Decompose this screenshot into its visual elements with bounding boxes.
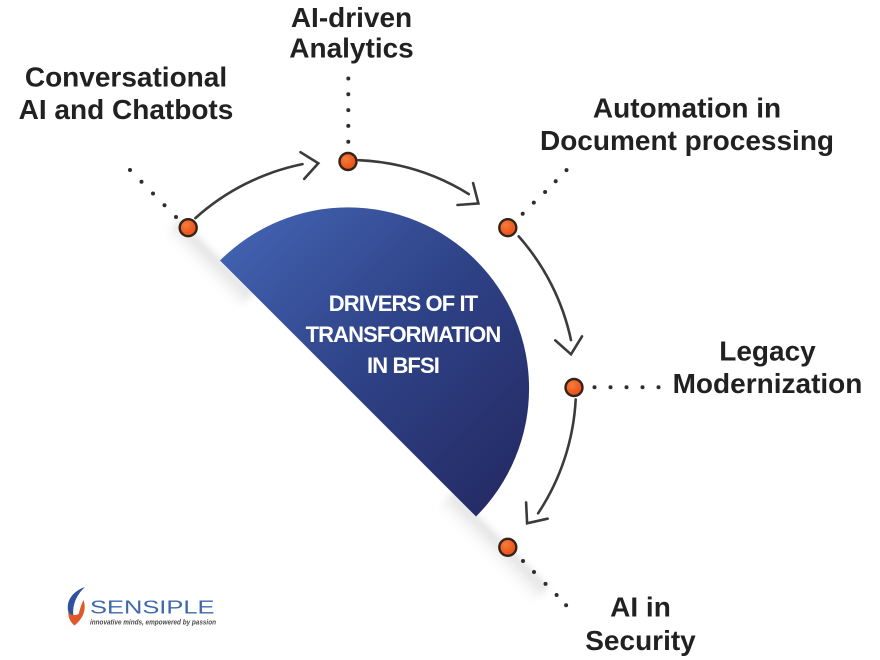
svg-text:innovative minds, empowered by: innovative minds, empowered by passion [90,618,217,627]
svg-text:Security: Security [585,625,696,656]
svg-text:AI in: AI in [610,592,671,623]
svg-text:Legacy: Legacy [719,336,816,367]
svg-text:Document processing: Document processing [540,125,834,156]
svg-text:TRANSFORMATION: TRANSFORMATION [306,322,501,347]
svg-text:Analytics: Analytics [289,33,414,64]
svg-text:Modernization: Modernization [673,368,863,399]
svg-text:SENSIPLE: SENSIPLE [90,597,215,618]
svg-text:Conversational: Conversational [25,62,227,93]
svg-text:AI-driven: AI-driven [291,2,412,33]
svg-text:Automation in: Automation in [593,93,781,124]
svg-text:AI and Chatbots: AI and Chatbots [19,94,234,125]
svg-text:DRIVERS OF IT: DRIVERS OF IT [329,291,479,316]
svg-text:IN BFSI: IN BFSI [367,353,439,378]
